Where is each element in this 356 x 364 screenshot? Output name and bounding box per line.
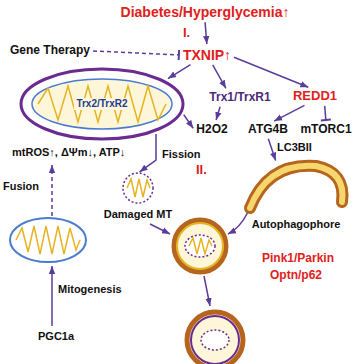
mito-outline [10, 218, 86, 262]
autophagosome-membrane [187, 312, 243, 364]
connector [268, 139, 275, 161]
process-label: Fusion [3, 180, 39, 193]
mito-outline [21, 69, 183, 139]
protein-label: TXNIP↑ [181, 46, 233, 64]
node-text: REDD1 [293, 89, 337, 104]
mitochondrion: Trx2/TrxR2 [18, 66, 186, 142]
node-text: TXNIP↑ [183, 47, 231, 63]
inner-membrane [32, 79, 172, 129]
damaged-mito [201, 330, 229, 350]
node-text: Diabetes/Hyperglycemia↑ [121, 4, 290, 20]
crescent-membrane [250, 166, 342, 208]
fusion-arrow [51, 165, 53, 216]
damaged-mito [185, 235, 215, 257]
connector [205, 22, 207, 44]
mitogenesis-arrow [51, 266, 53, 326]
condition-label: Diabetes/Hyperglycemia↑ [119, 3, 292, 21]
pathway-label: Optn/p62 [270, 269, 322, 283]
protein-label: mTORC1 [298, 122, 353, 138]
engulf-arrow [150, 224, 170, 234]
node-text: Damaged MT [104, 208, 172, 221]
node-text: ATG4B [248, 123, 288, 137]
mitophagosome [174, 220, 226, 272]
connector [168, 65, 190, 79]
section-number: II. [196, 163, 207, 178]
autophagosome-membrane [177, 223, 223, 269]
edge-label: LC3BII [276, 141, 313, 154]
connector [325, 106, 326, 120]
process-arrow [204, 276, 210, 306]
effect-label: mtROS↑, ΔΨm↓, ATP↓ [12, 146, 125, 159]
autophagosome-membrane [174, 220, 226, 272]
healthy-mitochondrion [10, 218, 86, 262]
pathway-label: Pink1/Parkin [262, 252, 334, 266]
molecule-label: H2O2 [194, 122, 229, 138]
process-label: Mitogenesis [58, 283, 122, 296]
autophagosome [187, 312, 243, 364]
protein-label: ATG4B [246, 122, 290, 138]
connector [140, 134, 156, 172]
therapy-label: Gene Therapy [8, 43, 92, 59]
node-text: H2O2 [196, 123, 227, 137]
node-outline [98, 170, 178, 204]
node-text: Autophagophore [252, 218, 341, 231]
connector [274, 105, 304, 121]
damaged-outline [123, 173, 153, 203]
connector [234, 57, 308, 87]
node-text: mTORC1 [300, 123, 351, 137]
engulf-arrow [228, 212, 248, 234]
node-text: Gene Therapy [10, 44, 90, 58]
connector [213, 65, 226, 88]
autophagosome-membrane [191, 316, 239, 364]
cristae [189, 238, 212, 254]
autophagophore: Autophagophore [238, 158, 354, 232]
section-number: I. [183, 26, 190, 41]
crescent-lumen [250, 166, 342, 208]
factor-label: PGC1a [38, 330, 74, 343]
connector [216, 107, 220, 120]
protein-label: Trx1/TrxR1 [207, 90, 272, 106]
edge-label: Fission [161, 148, 202, 161]
damaged-mitochondrion: Damaged MT [98, 170, 178, 222]
cristae [127, 179, 150, 197]
node-text: Trx2/TrxR2 [74, 98, 129, 110]
cristae [16, 226, 80, 254]
node-text: Trx1/TrxR1 [209, 91, 270, 105]
connector [93, 51, 179, 55]
node-outline [238, 158, 354, 214]
connector [184, 115, 193, 129]
protein-label: REDD1 [291, 88, 339, 105]
cristae [38, 86, 166, 122]
